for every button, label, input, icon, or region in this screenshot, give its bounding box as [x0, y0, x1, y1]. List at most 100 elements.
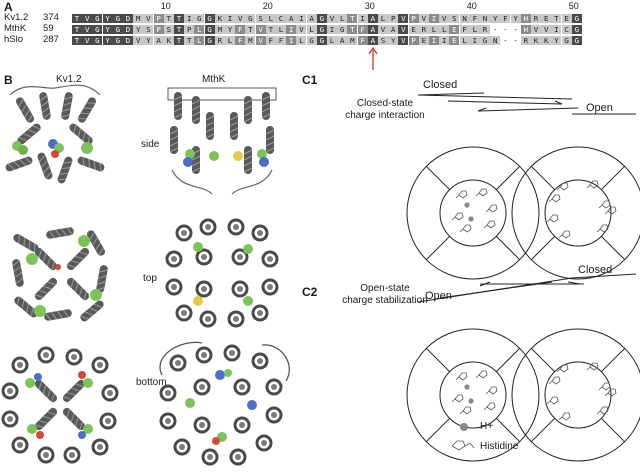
residue-cell: V	[255, 36, 266, 45]
kv12-bottom-structure	[1, 346, 119, 464]
residue-cell: T	[245, 25, 256, 34]
residue-cell: Y	[102, 36, 113, 45]
residue-cell: P	[388, 14, 399, 23]
residue-cell: E	[408, 25, 419, 34]
residue-cell: G	[561, 36, 572, 45]
residue-cell: I	[286, 36, 297, 45]
residue-cell: Y	[388, 36, 399, 45]
residue-cell: V	[398, 36, 409, 45]
residue-cell: I	[439, 36, 450, 45]
residue-cell: C	[276, 14, 286, 23]
residue-cell: V	[255, 25, 266, 34]
residue-cell: -	[490, 25, 501, 34]
red-arrow-icon	[368, 46, 378, 70]
residue-cell: G	[194, 14, 205, 23]
residue-cell: R	[418, 25, 429, 34]
view-bottom: bottom	[136, 377, 167, 388]
residue-cell: E	[449, 25, 460, 34]
residue-cell: M	[133, 14, 144, 23]
c1-ring-open	[511, 146, 640, 280]
residue-cell: T	[72, 36, 82, 45]
residue-cell: M	[347, 36, 358, 45]
residue-cell: C	[561, 25, 572, 34]
residue-cell: K	[163, 36, 174, 45]
histidine-legend-icon	[451, 440, 475, 451]
residue-cell: P	[184, 25, 195, 34]
residue-cell: A	[388, 25, 399, 34]
residue-cell: S	[378, 36, 388, 45]
mthk-bottom-structure	[159, 341, 290, 466]
residue-cell: L	[327, 36, 337, 45]
c2-ring-open	[511, 328, 640, 462]
residue-cell: L	[429, 25, 439, 34]
residue-cell: I	[429, 36, 439, 45]
residue-cell: V	[143, 14, 154, 23]
residue-cell: T	[265, 25, 276, 34]
residue-cell: V	[133, 36, 144, 45]
ruler-tick-label: 20	[262, 1, 273, 11]
residue-cell: P	[408, 14, 419, 23]
residue-cell: N	[480, 14, 490, 23]
ruler-tick-label: 30	[364, 1, 375, 11]
residue-cell: -	[500, 25, 511, 34]
residue-cell: K	[531, 36, 541, 45]
residue-cell: V	[82, 14, 93, 23]
ruler-tick-label: 50	[568, 1, 579, 11]
residue-cell: A	[367, 25, 378, 34]
residue-cell: Y	[102, 14, 113, 23]
residue-cell: L	[265, 14, 276, 23]
residue-cell: I	[357, 14, 368, 23]
residue-cell: F	[235, 25, 246, 34]
view-side: side	[141, 139, 160, 150]
protein-structures	[1, 84, 290, 466]
residue-cell: V	[82, 25, 93, 34]
panel-c2-letter: C2	[302, 285, 318, 299]
residue-cell: G	[306, 36, 317, 45]
residue-cell: -	[510, 25, 521, 34]
residue-cell: I	[286, 25, 297, 34]
residue-cell: G	[571, 36, 582, 45]
residue-cell: Y	[102, 25, 113, 34]
residue-cell: L	[194, 36, 205, 45]
c2-ring-closed	[406, 328, 540, 462]
panel-b-letter: B	[4, 73, 13, 87]
c2-right-state: Closed	[578, 264, 613, 276]
residue-cell: V	[531, 25, 541, 34]
row-name-kv12: Kv1.2	[4, 12, 29, 23]
residue-cell: G	[92, 36, 103, 45]
residue-cell: P	[153, 25, 164, 34]
residue-cell: T	[174, 14, 184, 23]
residue-cell: R	[480, 25, 490, 34]
residue-cell: L	[194, 25, 205, 34]
view-top: top	[143, 273, 157, 284]
row-name-hslo: hSlo	[4, 34, 24, 45]
residue-cell: L	[276, 25, 286, 34]
residue-cell: A	[367, 36, 378, 45]
c1-right-state: Open	[586, 102, 613, 114]
residue-cell: N	[490, 36, 501, 45]
kv12-side-structure	[3, 84, 107, 186]
residue-cell: D	[123, 14, 133, 23]
residue-cell: F	[276, 36, 286, 45]
panel-c-diagram	[406, 92, 640, 462]
ruler-tick-label: 10	[160, 1, 171, 11]
residue-cell: K	[214, 14, 225, 23]
residue-cell: G	[337, 25, 348, 34]
residue-cell: Y	[133, 25, 144, 34]
residue-cell: S	[255, 14, 266, 23]
residue-cell: I	[469, 36, 480, 45]
residue-cell: G	[316, 14, 327, 23]
residue-cell: A	[286, 14, 297, 23]
residue-cell: T	[184, 36, 195, 45]
residue-cell: G	[571, 25, 582, 34]
residue-cell: L	[225, 36, 235, 45]
residue-cell: V	[82, 36, 93, 45]
residue-cell: G	[204, 14, 215, 23]
residue-cell: T	[174, 36, 184, 45]
residue-cell: V	[418, 14, 429, 23]
residue-cell: L	[337, 14, 348, 23]
residue-cell: S	[449, 14, 460, 23]
mthk-side-structure	[167, 87, 277, 195]
residue-cell: V	[327, 14, 337, 23]
residue-cell: V	[439, 14, 450, 23]
